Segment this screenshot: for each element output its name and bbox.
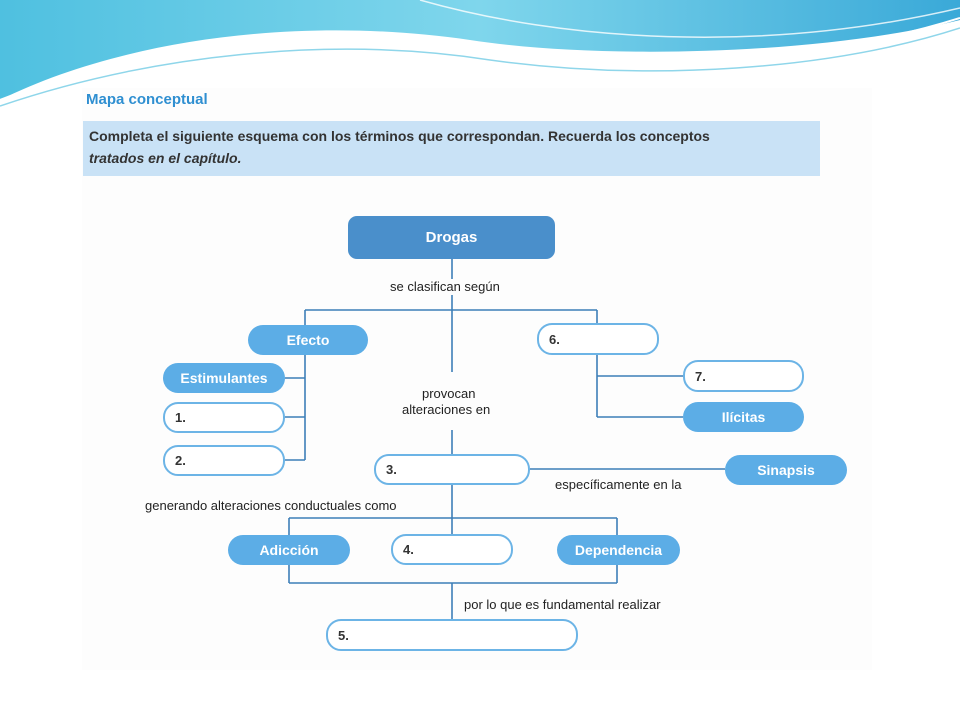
label-provocan: provocan — [422, 386, 476, 402]
blank-1[interactable]: 1. — [163, 402, 285, 433]
label-generando: generando alteraciones conductuales como — [145, 498, 397, 514]
blank-7[interactable]: 7. — [683, 360, 804, 392]
blank-4[interactable]: 4. — [391, 534, 513, 565]
blank-3[interactable]: 3. — [374, 454, 530, 485]
label-se-clasifican: se clasifican según — [388, 279, 502, 295]
node-dependencia: Dependencia — [557, 535, 680, 565]
label-especificamente: específicamente en la — [555, 477, 682, 493]
node-efecto: Efecto — [248, 325, 368, 355]
blank-2[interactable]: 2. — [163, 445, 285, 476]
node-ilicitas: Ilícitas — [683, 402, 804, 432]
node-adiccion: Adicción — [228, 535, 350, 565]
node-estimulantes: Estimulantes — [163, 363, 285, 393]
node-drogas: Drogas — [348, 216, 555, 259]
instruction-line-1: Completa el siguiente esquema con los té… — [89, 128, 710, 144]
instruction-box: Completa el siguiente esquema con los té… — [83, 121, 820, 176]
decorative-wave — [0, 0, 960, 107]
instruction-line-2: tratados en el capítulo. — [89, 150, 242, 166]
page-title: Mapa conceptual — [86, 91, 208, 108]
blank-5[interactable]: 5. — [326, 619, 578, 651]
label-por-lo-que: por lo que es fundamental realizar — [464, 597, 661, 613]
node-sinapsis: Sinapsis — [725, 455, 847, 485]
label-alteraciones-en: alteraciones en — [402, 402, 491, 418]
blank-6[interactable]: 6. — [537, 323, 659, 355]
